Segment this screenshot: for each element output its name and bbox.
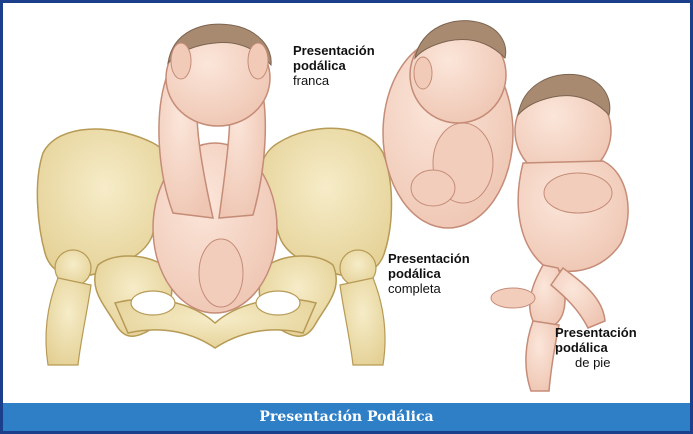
- label-footling-breech: Presentación podálica de pie: [555, 325, 637, 370]
- label-footling-line3: de pie: [555, 355, 637, 370]
- label-complete-line3: completa: [388, 281, 470, 296]
- label-complete-breech: Presentación podálica completa: [388, 251, 470, 296]
- label-frank-breech: Presentación podálica franca: [293, 43, 375, 88]
- label-frank-line3: franca: [293, 73, 375, 88]
- baby-frank-breech: [153, 24, 277, 313]
- caption-bar: Presentación Podálica: [3, 403, 690, 431]
- label-complete-line1: Presentación: [388, 251, 470, 266]
- label-complete-line2: podálica: [388, 266, 470, 281]
- baby-complete-breech: [383, 21, 513, 228]
- label-frank-line2: podálica: [293, 58, 375, 73]
- label-footling-line2: podálica: [555, 340, 637, 355]
- label-frank-line1: Presentación: [293, 43, 375, 58]
- label-footling-line1: Presentación: [555, 325, 637, 340]
